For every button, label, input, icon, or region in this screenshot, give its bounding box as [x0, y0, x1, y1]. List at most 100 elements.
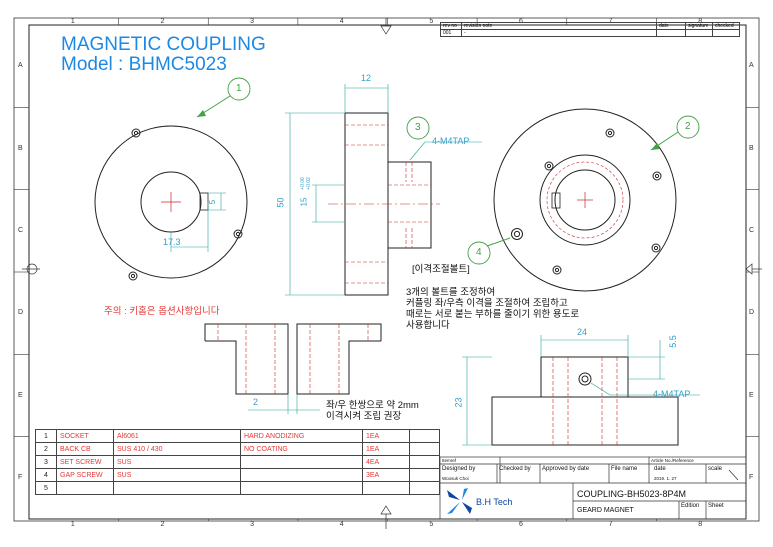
sheet-label: Sheet: [708, 503, 724, 509]
grid-col-bottom-2: 2: [160, 521, 165, 528]
bom-cell-part: BACK CB: [56, 442, 114, 456]
date-label: date: [654, 466, 666, 472]
designer-name: Woosuk Choi: [442, 476, 469, 481]
grid-row-right-e: E: [749, 391, 754, 399]
bom-cell-part: SET SCREW: [56, 455, 114, 469]
balloon-2: 2: [685, 121, 691, 132]
bom-cell-no: 3: [35, 455, 57, 469]
bom-cell-finish: [240, 468, 363, 482]
outer-border: [13, 17, 760, 522]
grid-col-top-2: 2: [160, 18, 165, 25]
rev-date-value: [656, 29, 686, 37]
grid-col-bottom-6: 6: [518, 521, 523, 528]
bom-cell-no: 1: [35, 429, 57, 443]
socket-side-view: [462, 335, 700, 446]
front-view-back-cb: [467, 108, 700, 292]
bom-cell-part: GAP SCREW: [56, 468, 114, 482]
bom-cell-material: SUS 410 / 430: [113, 442, 241, 456]
grid-col-bottom-5: 5: [429, 521, 434, 528]
company-logo: [447, 488, 472, 514]
designed-by-label: Designed by: [442, 466, 476, 472]
grid-col-bottom-3: 3: [250, 521, 254, 528]
grid-row-right-b: B: [749, 144, 754, 152]
bom-cell-finish: NO COATING: [240, 442, 363, 456]
bom-cell-blank: [409, 442, 440, 456]
gap-note-line2: 이격시켜 조립 권장: [326, 411, 402, 422]
itemref-label: Itemref: [442, 458, 457, 463]
bom-cell-finish: [240, 455, 363, 469]
bom-cell-qty: 1EA: [362, 429, 410, 443]
bolt-note-line2: 커플링 좌/우측 이격을 조절하여 조립하고: [406, 298, 568, 309]
keyway-note: 주의 : 키홈은 옵션사항입니다: [104, 306, 220, 317]
bom-cell-no: 5: [35, 481, 57, 495]
bom-cell-qty: [362, 481, 410, 495]
grid-col-top-5: 5: [429, 18, 434, 25]
approved-by-label: Approved by date: [542, 466, 590, 472]
grid-col-top-8: 8: [698, 18, 703, 25]
bom-cell-blank: [409, 455, 440, 469]
edition-label: Edition: [681, 503, 700, 509]
bom-cell-material: Al6061: [113, 429, 241, 443]
revision-table: rev no revision note date signature chec…: [440, 22, 740, 37]
bolt-note-line4: 사용합니다: [406, 320, 450, 331]
adjust-bolt-label: [이격조절볼트]: [412, 264, 470, 275]
rev-note-header: revision note: [461, 22, 657, 30]
bom-cell-material: SUS: [113, 455, 241, 469]
bom-cell-blank: [409, 468, 440, 482]
bom-cell-finish: HARD ANODIZING: [240, 429, 363, 443]
dim-5: 5: [208, 199, 218, 205]
dim-17-3: 17.3: [163, 237, 181, 247]
balloon-4: 4: [476, 247, 482, 258]
bom-cell-qty: 3EA: [362, 468, 410, 482]
bom-cell-part: SOCKET: [56, 429, 114, 443]
drawing-subtitle: GEARD MAGNET: [577, 507, 634, 514]
bolt-note-line3: 때로는 서로 붙는 부하를 줄이기 위한 용도로: [406, 309, 580, 320]
grid-row-left-f: F: [18, 473, 23, 481]
balloon-1: 1: [236, 83, 242, 94]
rev-no-header: rev no: [440, 22, 462, 30]
bom-cell-qty: 1EA: [362, 442, 410, 456]
grid-row-left-a: A: [18, 62, 23, 70]
article-label: Article No./Reference: [651, 458, 694, 463]
tap-callout-side: 4-M4TAP: [653, 389, 691, 399]
dim-23: 23: [453, 397, 464, 408]
dim-tol-lower: +0.02: [305, 177, 312, 190]
grid-col-top-4: 4: [339, 18, 344, 25]
grid-row-right-d: D: [749, 309, 755, 317]
dim-50: 50: [275, 197, 286, 208]
company-name: B.H Tech: [476, 497, 513, 507]
gap-note-line1: 좌/우 한쌍으로 약 2mm: [326, 400, 419, 411]
grid-row-right-f: F: [749, 473, 754, 481]
grid-col-top-3: 3: [250, 18, 254, 25]
bom-cell-blank: [409, 429, 440, 443]
rev-signature-header: signature: [685, 22, 713, 30]
tap-callout-top: 4-M4TAP: [432, 136, 470, 146]
grid-row-left-d: D: [18, 309, 24, 317]
checked-by-label: Checked by: [499, 466, 531, 472]
dim-15: 15: [299, 197, 309, 207]
bom-cell-blank: [409, 481, 440, 495]
grid-row-left-c: C: [18, 226, 24, 234]
grid-col-bottom-8: 8: [698, 521, 703, 528]
grid-col-top-1: 1: [70, 18, 75, 25]
rev-date-header: date: [656, 22, 686, 30]
grid-col-bottom-7: 7: [608, 521, 613, 528]
dim-12: 12: [361, 73, 372, 83]
bom-cell-finish: [240, 481, 363, 495]
drawing-title: MAGNETIC COUPLING: [61, 34, 266, 55]
grid-row-right-a: A: [749, 62, 754, 70]
dim-2: 2: [253, 397, 259, 407]
bom-cell-material: [113, 481, 241, 495]
grid-col-bottom-4: 4: [339, 521, 344, 528]
grid-col-bottom-1: 1: [70, 521, 75, 528]
side-view: [285, 84, 482, 296]
grid-row-left-e: E: [18, 391, 23, 399]
bom-row: 5: [35, 481, 440, 495]
bom-cell-material: SUS: [113, 468, 241, 482]
